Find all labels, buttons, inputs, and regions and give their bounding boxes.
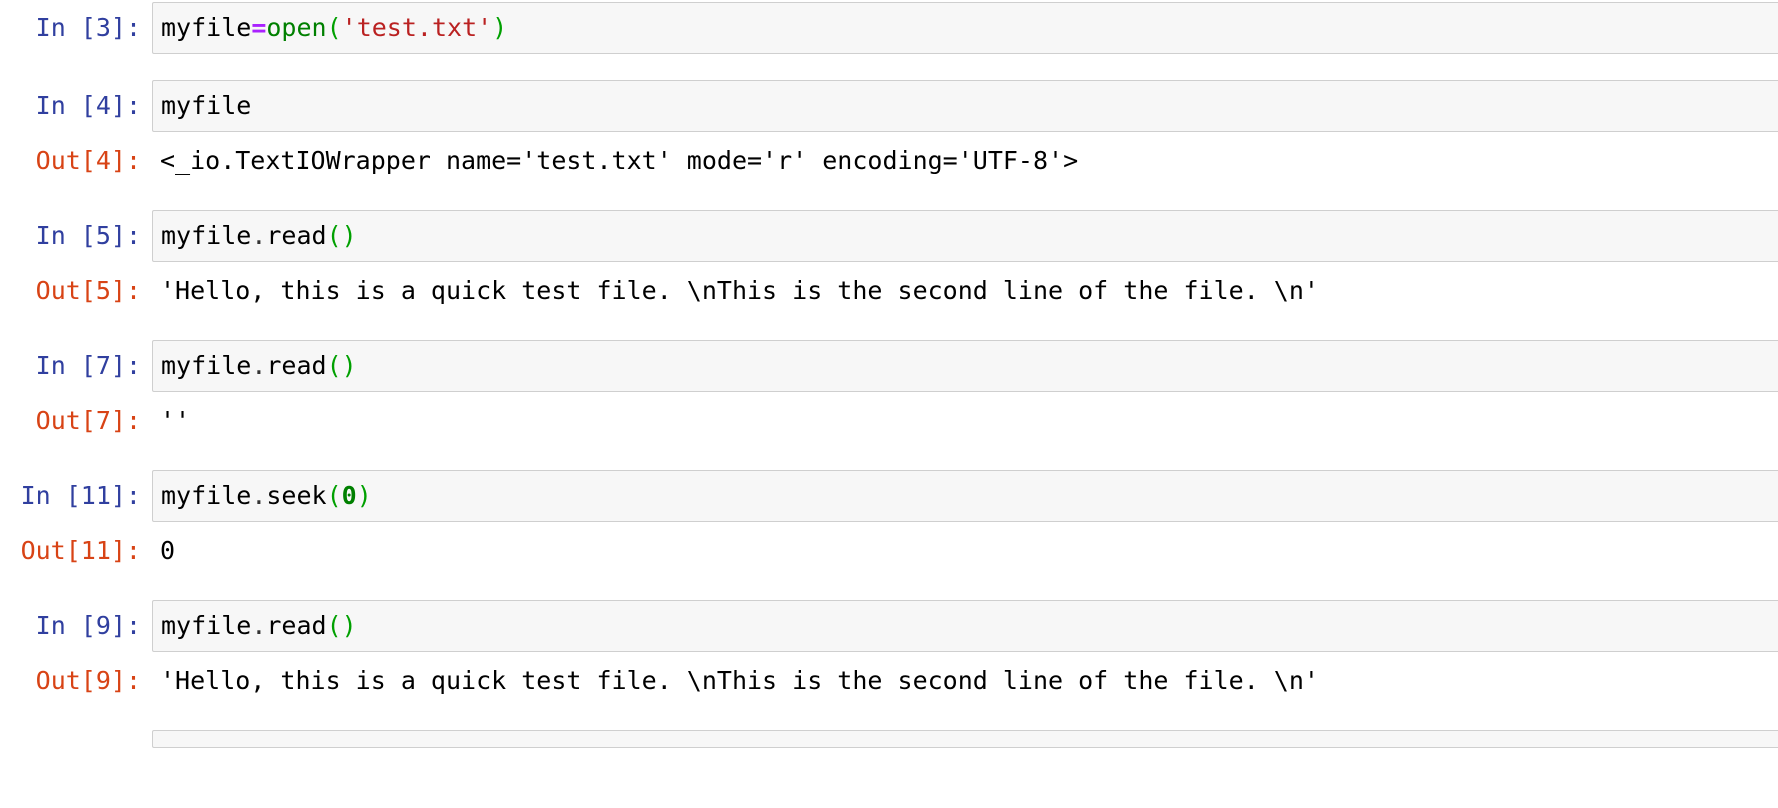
output-result-area: 'Hello, this is a quick test file. \nThi… [152, 268, 1778, 314]
code-token-paren: ) [356, 481, 372, 510]
code-token-punct: . [251, 221, 267, 250]
code-token-number: 0 [341, 481, 357, 510]
output-prompt-label: Out[7]: [35, 406, 141, 435]
code-token-paren: () [326, 221, 357, 250]
code-token-paren: ) [492, 13, 508, 42]
cell-spacer [0, 314, 1778, 340]
code-input-editor[interactable]: myfile.read() [152, 340, 1778, 392]
input-prompt-label: In [7]: [35, 351, 141, 380]
notebook-output-cell-4: Out[4]: <_io.TextIOWrapper name='test.txt… [0, 138, 1778, 184]
notebook-output-cell-7: Out[7]: '' [0, 398, 1778, 444]
notebook-cell-cell-3[interactable]: In [3]: myfile=open('test.txt') [0, 2, 1778, 54]
code-input-editor[interactable]: myfile.seek(0) [152, 470, 1778, 522]
notebook-output-cell-5: Out[5]: 'Hello, this is a quick test file… [0, 268, 1778, 314]
code-token-paren: () [326, 611, 357, 640]
output-result-area: '' [152, 398, 1778, 444]
code-token-name: seek [266, 481, 327, 510]
notebook-cell-cell-11[interactable]: In [11]: myfile.seek(0) [0, 470, 1778, 522]
code-token-name: read [266, 221, 327, 250]
code-token-builtin: open [266, 13, 327, 42]
code-token-string: 'test.txt' [341, 13, 493, 42]
output-result-text: 0 [160, 536, 176, 565]
notebook-output-cell-9: Out[9]: 'Hello, this is a quick test file… [0, 658, 1778, 704]
cell-spacer [0, 54, 1778, 80]
code-token-paren: ( [326, 481, 342, 510]
code-token-paren: ( [326, 13, 342, 42]
code-token-name: myfile [161, 611, 252, 640]
code-token-punct: . [251, 611, 267, 640]
code-input-editor[interactable] [152, 730, 1778, 748]
code-token-punct: . [251, 351, 267, 380]
output-result-area: 'Hello, this is a quick test file. \nThi… [152, 658, 1778, 704]
code-input-editor[interactable]: myfile [152, 80, 1778, 132]
input-prompt-label: In [5]: [35, 221, 141, 250]
input-prompt-label: In [9]: [35, 611, 141, 640]
code-source-line: myfile.read() [161, 219, 1778, 253]
output-result-text: 'Hello, this is a quick test file. \nThi… [160, 666, 1319, 695]
code-token-name: read [266, 351, 327, 380]
code-source-line: myfile.read() [161, 349, 1778, 383]
notebook-cell-cell-7[interactable]: In [7]: myfile.read() [0, 340, 1778, 392]
input-prompt-label: In [3]: [35, 13, 141, 42]
code-token-name: myfile [161, 91, 252, 120]
notebook-cell-cell-5[interactable]: In [5]: myfile.read() [0, 210, 1778, 262]
cell-spacer [0, 704, 1778, 730]
cell-spacer [0, 184, 1778, 210]
code-token-name: myfile [161, 221, 252, 250]
input-prompt-label: In [4]: [35, 91, 141, 120]
code-token-operator: = [251, 13, 267, 42]
input-prompt-label: In [11]: [20, 481, 141, 510]
code-source-line: myfile=open('test.txt') [161, 11, 1778, 45]
cell-spacer [0, 444, 1778, 470]
output-result-text: <_io.TextIOWrapper name='test.txt' mode=… [160, 146, 1079, 175]
code-token-name: read [266, 611, 327, 640]
code-input-editor[interactable]: myfile.read() [152, 210, 1778, 262]
output-prompt-label: Out[11]: [20, 536, 141, 565]
output-result-text: 'Hello, this is a quick test file. \nThi… [160, 276, 1319, 305]
output-prompt-label: Out[9]: [35, 666, 141, 695]
code-source-line: myfile [161, 89, 1778, 123]
code-input-editor[interactable]: myfile.read() [152, 600, 1778, 652]
output-result-text: '' [160, 406, 191, 435]
notebook-cell-cell-4[interactable]: In [4]: myfile [0, 80, 1778, 132]
code-source-line: myfile.seek(0) [161, 479, 1778, 513]
code-token-name: myfile [161, 351, 252, 380]
output-result-area: <_io.TextIOWrapper name='test.txt' mode=… [152, 138, 1778, 184]
code-token-name: myfile [161, 481, 252, 510]
code-token-punct: . [251, 481, 267, 510]
notebook-cell-cell-9[interactable]: In [9]: myfile.read() [0, 600, 1778, 652]
output-prompt-label: Out[5]: [35, 276, 141, 305]
notebook-output-cell-11: Out[11]: 0 [0, 528, 1778, 574]
code-token-name: myfile [161, 13, 252, 42]
code-input-editor[interactable]: myfile=open('test.txt') [152, 2, 1778, 54]
code-source-line: myfile.read() [161, 609, 1778, 643]
output-prompt-label: Out[4]: [35, 146, 141, 175]
notebook-cell-list: In [3]:myfile=open('test.txt')In [4]:myf… [0, 2, 1778, 748]
output-result-area: 0 [152, 528, 1778, 574]
notebook-cell-cell-partial[interactable] [0, 730, 1778, 748]
cell-spacer [0, 574, 1778, 600]
code-token-paren: () [326, 351, 357, 380]
